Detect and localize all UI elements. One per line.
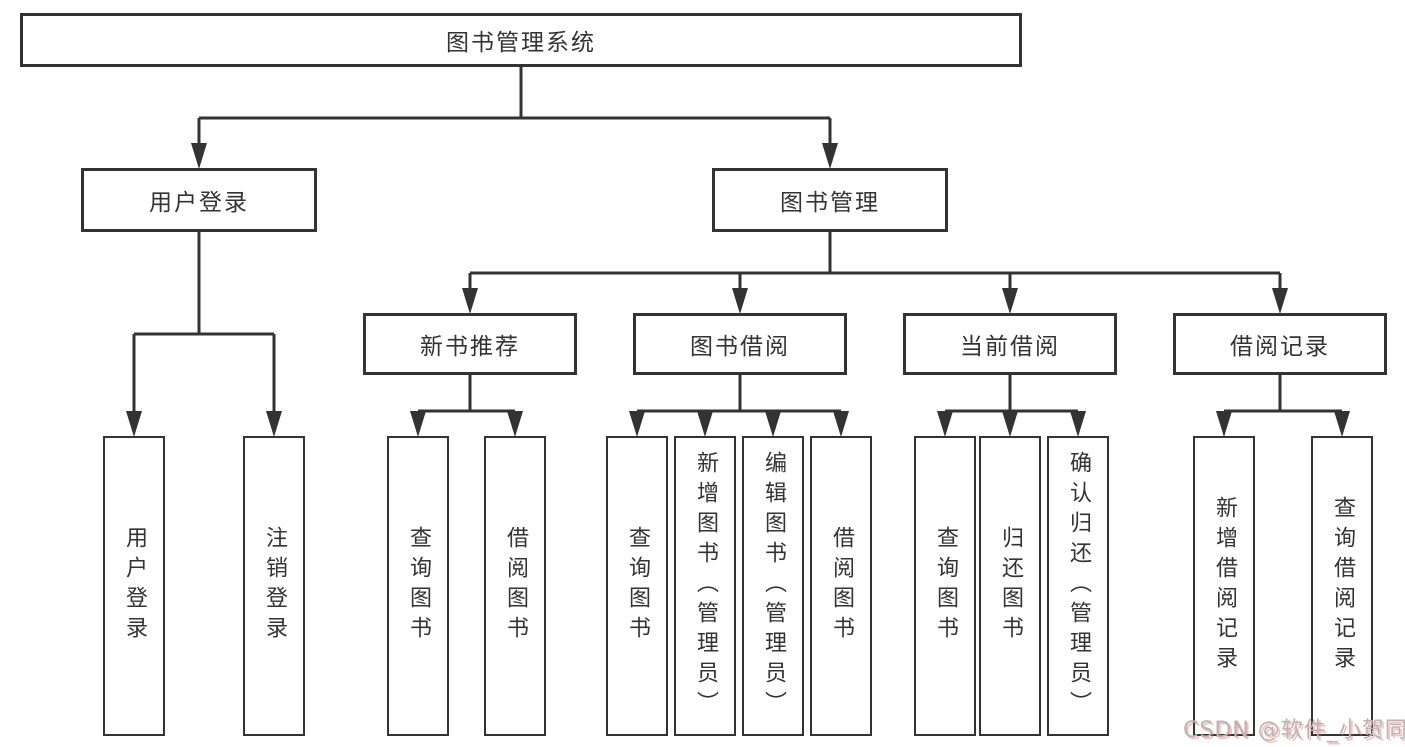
node-current-borrow: 当前借阅 [903, 313, 1117, 375]
arrow-down-icon [507, 411, 523, 437]
connector-root-to-level2 [197, 67, 832, 146]
leaf-label: 注销登录 [262, 526, 287, 646]
leaf-logout: 注销登录 [243, 436, 305, 736]
leaf-label: 用户登录 [122, 526, 147, 646]
arrow-down-icon [126, 411, 142, 437]
leaf-confirm-return-admin: 确认归还（管理员） [1047, 436, 1109, 736]
arrow-down-icon [1070, 411, 1086, 437]
arrow-down-icon [732, 288, 748, 314]
leaf-add-books-admin: 新增图书（管理员） [674, 436, 736, 736]
arrow-down-icon [191, 143, 207, 169]
leaf-borrow-books: 借阅图书 [810, 436, 872, 736]
connector-borrow-to-leaves [635, 375, 843, 414]
node-library-system: 图书管理系统 [20, 13, 1022, 67]
leaf-label: 查询图书 [933, 526, 958, 646]
leaf-query-books-borrow: 查询图书 [606, 436, 668, 736]
arrow-down-icon [697, 411, 713, 437]
connector-userlogin-to-leaves [132, 232, 276, 414]
connector-current-to-leaves [943, 375, 1080, 414]
arrow-down-icon [266, 411, 282, 437]
arrow-down-icon [1002, 411, 1018, 437]
leaf-label: 编辑图书（管理员） [761, 451, 786, 721]
leaf-label: 借阅图书 [503, 526, 528, 646]
leaf-borrow-books-recommend: 借阅图书 [484, 436, 546, 736]
connector-bookmgmt-to-level3 [468, 232, 1282, 291]
arrow-down-icon [822, 143, 838, 169]
node-borrow-records: 借阅记录 [1173, 313, 1387, 375]
connector-recommend-to-leaves [416, 375, 517, 414]
node-user-login: 用户登录 [81, 168, 317, 232]
leaf-label: 查询图书 [406, 526, 431, 646]
leaf-query-borrow-record: 查询借阅记录 [1311, 436, 1373, 736]
node-book-borrow: 图书借阅 [633, 313, 847, 375]
leaf-query-books-current: 查询图书 [914, 436, 976, 736]
leaf-label: 查询借阅记录 [1330, 496, 1355, 676]
leaf-edit-books-admin: 编辑图书（管理员） [742, 436, 804, 736]
leaf-label: 查询图书 [625, 526, 650, 646]
node-book-management: 图书管理 [712, 168, 948, 232]
leaf-query-books-recommend: 查询图书 [387, 436, 449, 736]
node-new-book-recommend: 新书推荐 [363, 313, 577, 375]
leaf-return-books: 归还图书 [979, 436, 1041, 736]
arrow-down-icon [1002, 288, 1018, 314]
leaf-label: 新增图书（管理员） [693, 451, 718, 721]
connector-records-to-leaves [1222, 375, 1344, 414]
arrow-down-icon [462, 288, 478, 314]
arrow-down-icon [1272, 288, 1288, 314]
leaf-label: 新增借阅记录 [1212, 496, 1237, 676]
arrow-down-icon [410, 411, 426, 437]
arrow-down-icon [1216, 411, 1232, 437]
leaf-label: 确认归还（管理员） [1066, 451, 1091, 721]
arrow-down-icon [937, 411, 953, 437]
leaf-label: 借阅图书 [829, 526, 854, 646]
leaf-label: 归还图书 [998, 526, 1023, 646]
arrow-down-icon [765, 411, 781, 437]
csdn-watermark: CSDN @软件_小贺同学 [1183, 718, 1405, 743]
arrow-down-icon [1334, 411, 1350, 437]
leaf-user-login: 用户登录 [103, 436, 165, 736]
arrow-down-icon [629, 411, 645, 437]
arrow-down-icon [833, 411, 849, 437]
leaf-add-borrow-record: 新增借阅记录 [1193, 436, 1255, 736]
